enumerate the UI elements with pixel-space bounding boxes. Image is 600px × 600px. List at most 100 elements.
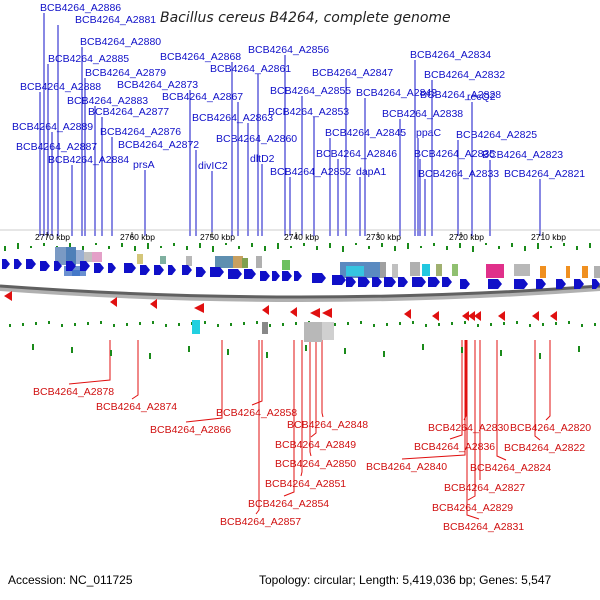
plus-gene-arrow (168, 265, 176, 275)
minus-gene-arrow (262, 305, 269, 315)
feature-box (215, 256, 233, 268)
gc-mark-upper (524, 246, 526, 251)
plus-gene-label: BCB4264_A2835 (414, 148, 495, 160)
gc-mark-lower (347, 322, 349, 325)
plus-gene-arrow (442, 277, 452, 287)
plus-strand-gene-labels: BCB4264_A2886BCB4264_A2881BCB4264_A2880B… (12, 2, 585, 180)
gc-mark-upper (472, 246, 474, 252)
gc-mark-deep (188, 346, 190, 352)
gc-mark-upper (420, 246, 422, 248)
gc-mark-lower (399, 322, 401, 325)
gc-mark-lower (568, 321, 570, 324)
gc-mark-upper (134, 246, 136, 251)
plus-gene-label: BCB4264_A2856 (248, 44, 329, 56)
minus-gene-label: BCB4264_A2857 (220, 516, 301, 528)
gc-mark-upper (108, 246, 110, 249)
ruler-tick-label: 2730 kbp (366, 232, 401, 242)
feature-box (346, 266, 364, 276)
plus-gene-arrow (412, 277, 426, 287)
feature-box (137, 254, 143, 264)
gc-mark-deep (578, 346, 580, 352)
feature-box (66, 247, 76, 265)
plus-gene-arrow (154, 265, 164, 275)
minus-gene-line (131, 340, 139, 400)
minus-gene-label: BCB4264_A2840 (366, 461, 447, 473)
plus-gene-arrow (94, 263, 104, 273)
plus-gene-label: ppaC (416, 127, 442, 139)
plus-gene-arrow (312, 273, 326, 283)
plus-gene-label: BCB4264_A2868 (160, 51, 241, 63)
gc-mark-lower (35, 322, 37, 325)
gc-mark-deep (383, 351, 385, 357)
minus-gene-arrow (474, 311, 481, 321)
minus-gene-line (449, 340, 463, 440)
gc-mark-upper (407, 243, 409, 249)
plus-gene-label: BCB4264_A2872 (118, 139, 199, 151)
minus-gene-arrow (462, 311, 469, 321)
plus-gene-arrow (196, 267, 206, 277)
gc-mark-upper (342, 246, 344, 252)
backbone-shadow (0, 285, 600, 302)
feature-box (262, 322, 268, 334)
gc-mark-deep (422, 344, 424, 350)
plus-gene-label: BCB4264_A2833 (418, 168, 499, 180)
plus-gene-label: BCB4264_A2847 (312, 67, 393, 79)
plus-gene-arrow (26, 259, 36, 269)
minus-gene-arrow (310, 308, 320, 318)
gc-mark-deep (539, 353, 541, 359)
minus-gene-arrow (550, 311, 557, 321)
plus-gene-arrow (358, 277, 370, 287)
gc-mark-lower (477, 324, 479, 327)
ruler-tick-label: 2740 kbp (284, 232, 319, 242)
plus-gene-label: BCB4264_A2821 (504, 168, 585, 180)
gc-mark-upper (394, 246, 396, 251)
gc-mark-lower (386, 323, 388, 326)
minus-gene-label: BCB4264_A2836 (414, 441, 495, 453)
gc-mark-lower (243, 322, 245, 325)
gc-mark-lower (425, 324, 427, 327)
gc-mark-upper (329, 243, 331, 248)
plus-gene-arrow (514, 279, 528, 289)
plus-gene-arrow (536, 279, 546, 289)
gc-mark-lower (9, 324, 11, 327)
plus-gene-label: BCB4264_A2834 (410, 49, 491, 61)
gc-mark-upper (30, 246, 32, 248)
gc-mark-upper (160, 246, 162, 248)
gc-mark-lower (100, 321, 102, 324)
minus-gene-arrow (468, 311, 475, 321)
feature-box (566, 266, 570, 278)
plus-gene-arrow (108, 263, 116, 273)
gc-mark-lower (334, 323, 336, 326)
gc-mark-upper (459, 243, 461, 248)
gc-mark-deep (110, 350, 112, 356)
gc-mark-deep (149, 353, 151, 359)
gc-mark-deep (32, 344, 34, 350)
plus-gene-arrow (384, 277, 396, 287)
gc-mark-upper (17, 243, 19, 249)
plus-gene-arrow (294, 271, 302, 281)
gc-mark-lower (139, 322, 141, 325)
minus-gene-arrow (498, 311, 505, 321)
gc-mark-upper (147, 243, 149, 249)
gc-mark-upper (303, 243, 305, 246)
feature-box (233, 256, 243, 268)
gc-mark-lower (61, 324, 63, 327)
minus-gene-label: BCB4264_A2878 (33, 386, 114, 398)
gc-mark-upper (43, 243, 45, 246)
plus-gene-label: BCB4264_A2867 (162, 91, 243, 103)
gc-mark-upper (511, 243, 513, 247)
gc-mark-lower (269, 324, 271, 327)
plus-gene-arrow (398, 277, 408, 287)
feature-box (282, 260, 290, 270)
feature-box (486, 264, 504, 278)
plus-gene-arrow (282, 271, 292, 281)
gc-mark-lower (165, 324, 167, 327)
gc-mark-upper (277, 243, 279, 249)
minus-strand-callouts (68, 340, 551, 520)
plus-gene-label: dltD2 (250, 153, 275, 165)
minus-gene-line (467, 340, 476, 501)
accession-text: Accession: NC_011725 (8, 573, 133, 587)
minus-gene-line (185, 340, 223, 423)
gc-mark-lower (555, 322, 557, 325)
